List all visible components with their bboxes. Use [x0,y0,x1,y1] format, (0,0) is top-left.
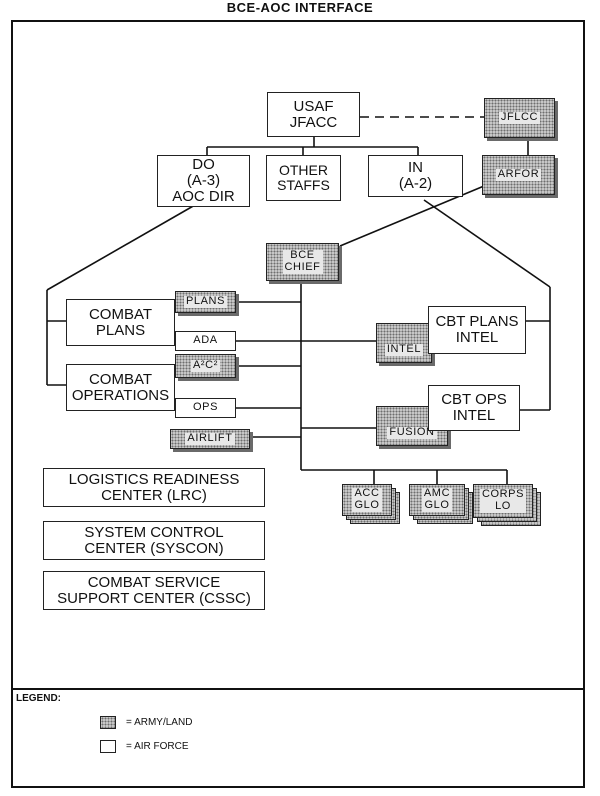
cssc-box: COMBAT SERVICE SUPPORT CENTER (CSSC) [43,571,265,610]
combat-plans-box: COMBAT PLANS [66,299,175,346]
do-diagonal [46,204,196,291]
jflcc-label: JFLCC [498,111,541,124]
in-box: IN (A-2) [368,155,463,197]
airlift-box: AIRLIFT [170,429,250,449]
ada-box: ADA [175,331,236,351]
fusion-label: FUSION [387,426,437,439]
cbt-plans-intel-label: CBT PLANS INTEL [435,313,519,346]
legend-title: LEGEND: [16,693,61,704]
lrc-box: LOGISTICS READINESS CENTER (LRC) [43,468,265,507]
do-label: DO (A-3) AOC DIR [172,156,235,205]
ops-box: OPS [175,398,236,418]
do-box: DO (A-3) AOC DIR [157,155,250,207]
combat-plans-label: COMBAT PLANS [88,305,153,339]
amc-glo-box: AMC GLO [409,484,465,516]
other-staffs-box: OTHER STAFFS [266,155,341,201]
combat-operations-label: COMBAT OPERATIONS [71,370,170,404]
legend-airforce-swatch [100,740,116,753]
cssc-label: COMBAT SERVICE SUPPORT CENTER (CSSC) [57,573,251,607]
arfor-label: ARFOR [495,168,542,181]
cbt-ops-intel-box: CBT OPS INTEL [428,385,520,431]
bce-chief-label: BCE CHIEF [282,249,323,274]
legend-airforce-text: = AIR FORCE [126,741,189,752]
bce-chief-box: BCE CHIEF [266,243,339,281]
corps-lo-box: CORPS LO [473,484,533,518]
plans-box: PLANS [175,291,236,313]
ada-label: ADA [193,334,218,347]
legend-army-swatch [100,716,116,729]
page-title: BCE-AOC INTERFACE [226,0,374,15]
jflcc-box: JFLCC [484,98,555,138]
usaf-jfacc-label: USAF JFACC [289,97,338,131]
plans-label: PLANS [183,295,228,308]
syscon-label: SYSTEM CONTROL CENTER (SYSCON) [84,523,224,557]
in-label: IN (A-2) [398,159,433,192]
cbt-ops-intel-label: CBT OPS INTEL [441,391,507,424]
amc-glo-label: AMC GLO [421,487,453,512]
airlift-label: AIRLIFT [185,432,235,445]
diagram-frame [11,20,585,788]
acc-glo-box: ACC GLO [342,484,392,516]
lrc-label: LOGISTICS READINESS CENTER (LRC) [68,470,240,504]
corps-lo-label: CORPS LO [479,488,527,513]
legend-army-text: = ARMY/LAND [126,717,193,728]
in-diagonal [423,199,551,288]
a2c2-label: A²C² [190,359,220,372]
syscon-box: SYSTEM CONTROL CENTER (SYSCON) [43,521,265,560]
combat-operations-box: COMBAT OPERATIONS [66,364,175,411]
other-staffs-label: OTHER STAFFS [277,162,330,193]
cbt-plans-intel-box: CBT PLANS INTEL [428,306,526,354]
intel-label: INTEL [384,343,424,356]
usaf-jfacc-box: USAF JFACC [267,92,360,137]
a2c2-box: A²C² [175,354,236,378]
arfor-box: ARFOR [482,155,555,195]
acc-glo-label: ACC GLO [352,487,382,512]
intel-box: INTEL [376,323,432,363]
ops-label: OPS [192,401,219,414]
legend-divider [11,688,585,690]
